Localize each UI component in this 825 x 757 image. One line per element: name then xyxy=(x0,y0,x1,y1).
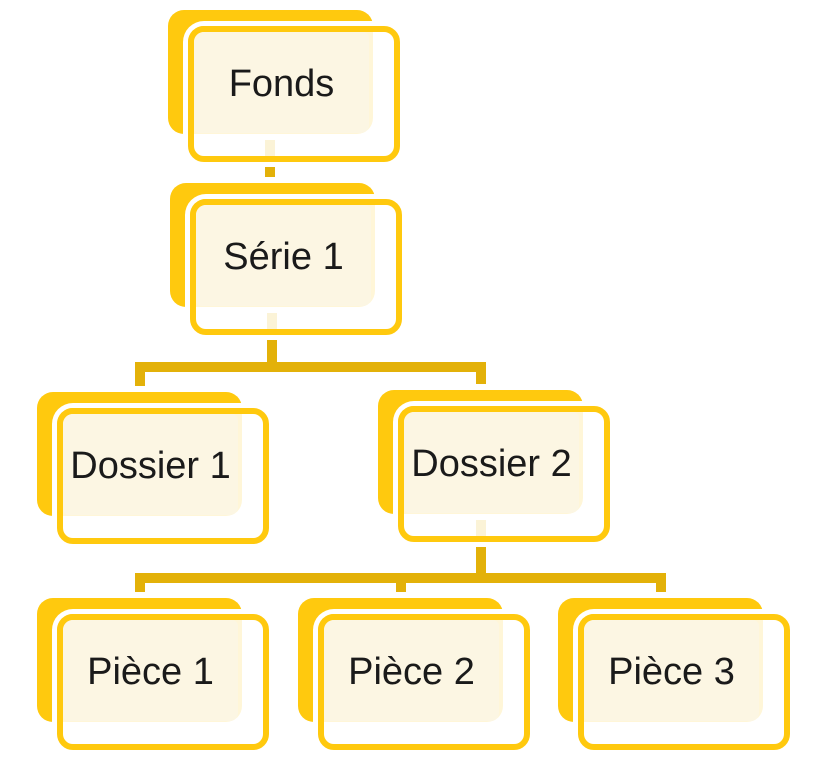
connector-drop-piece3 xyxy=(656,573,666,620)
card-front: Fonds xyxy=(188,26,400,162)
node-label: Pièce 3 xyxy=(608,650,735,693)
node-label: Dossier 2 xyxy=(411,442,572,485)
connector-serie1-stem xyxy=(267,300,277,372)
node-piece-2[interactable]: Pièce 2 xyxy=(292,592,536,756)
card-front: Dossier 1 xyxy=(57,408,269,544)
connector-drop-piece1 xyxy=(135,573,145,620)
card-label-area: Pièce 1 xyxy=(63,620,238,721)
card-front: Dossier 2 xyxy=(398,406,610,542)
node-dossier-1[interactable]: Dossier 1 xyxy=(31,386,275,550)
node-piece-3[interactable]: Pièce 3 xyxy=(552,592,796,756)
node-label: Pièce 2 xyxy=(348,650,475,693)
card-label-area: Dossier 2 xyxy=(404,412,579,513)
node-label: Série 1 xyxy=(223,235,344,278)
node-fonds[interactable]: Fonds xyxy=(162,4,406,168)
card-front: Pièce 1 xyxy=(57,614,269,750)
card-label-area: Fonds xyxy=(194,32,369,133)
node-label: Fonds xyxy=(228,62,335,105)
card-front: Pièce 3 xyxy=(578,614,790,750)
node-piece-1[interactable]: Pièce 1 xyxy=(31,592,275,756)
node-label: Dossier 1 xyxy=(70,444,231,487)
card-label-area: Pièce 2 xyxy=(324,620,499,721)
connector-drop-piece2 xyxy=(396,573,406,620)
card-label-area: Série 1 xyxy=(196,205,371,306)
card-front: Série 1 xyxy=(190,199,402,335)
node-serie-1[interactable]: Série 1 xyxy=(164,177,408,341)
node-label: Pièce 1 xyxy=(87,650,214,693)
node-dossier-2[interactable]: Dossier 2 xyxy=(372,384,616,548)
card-front: Pièce 2 xyxy=(318,614,530,750)
card-label-area: Pièce 3 xyxy=(584,620,759,721)
connector-serie1-branch-bar xyxy=(135,362,486,372)
card-label-area: Dossier 1 xyxy=(63,414,238,515)
